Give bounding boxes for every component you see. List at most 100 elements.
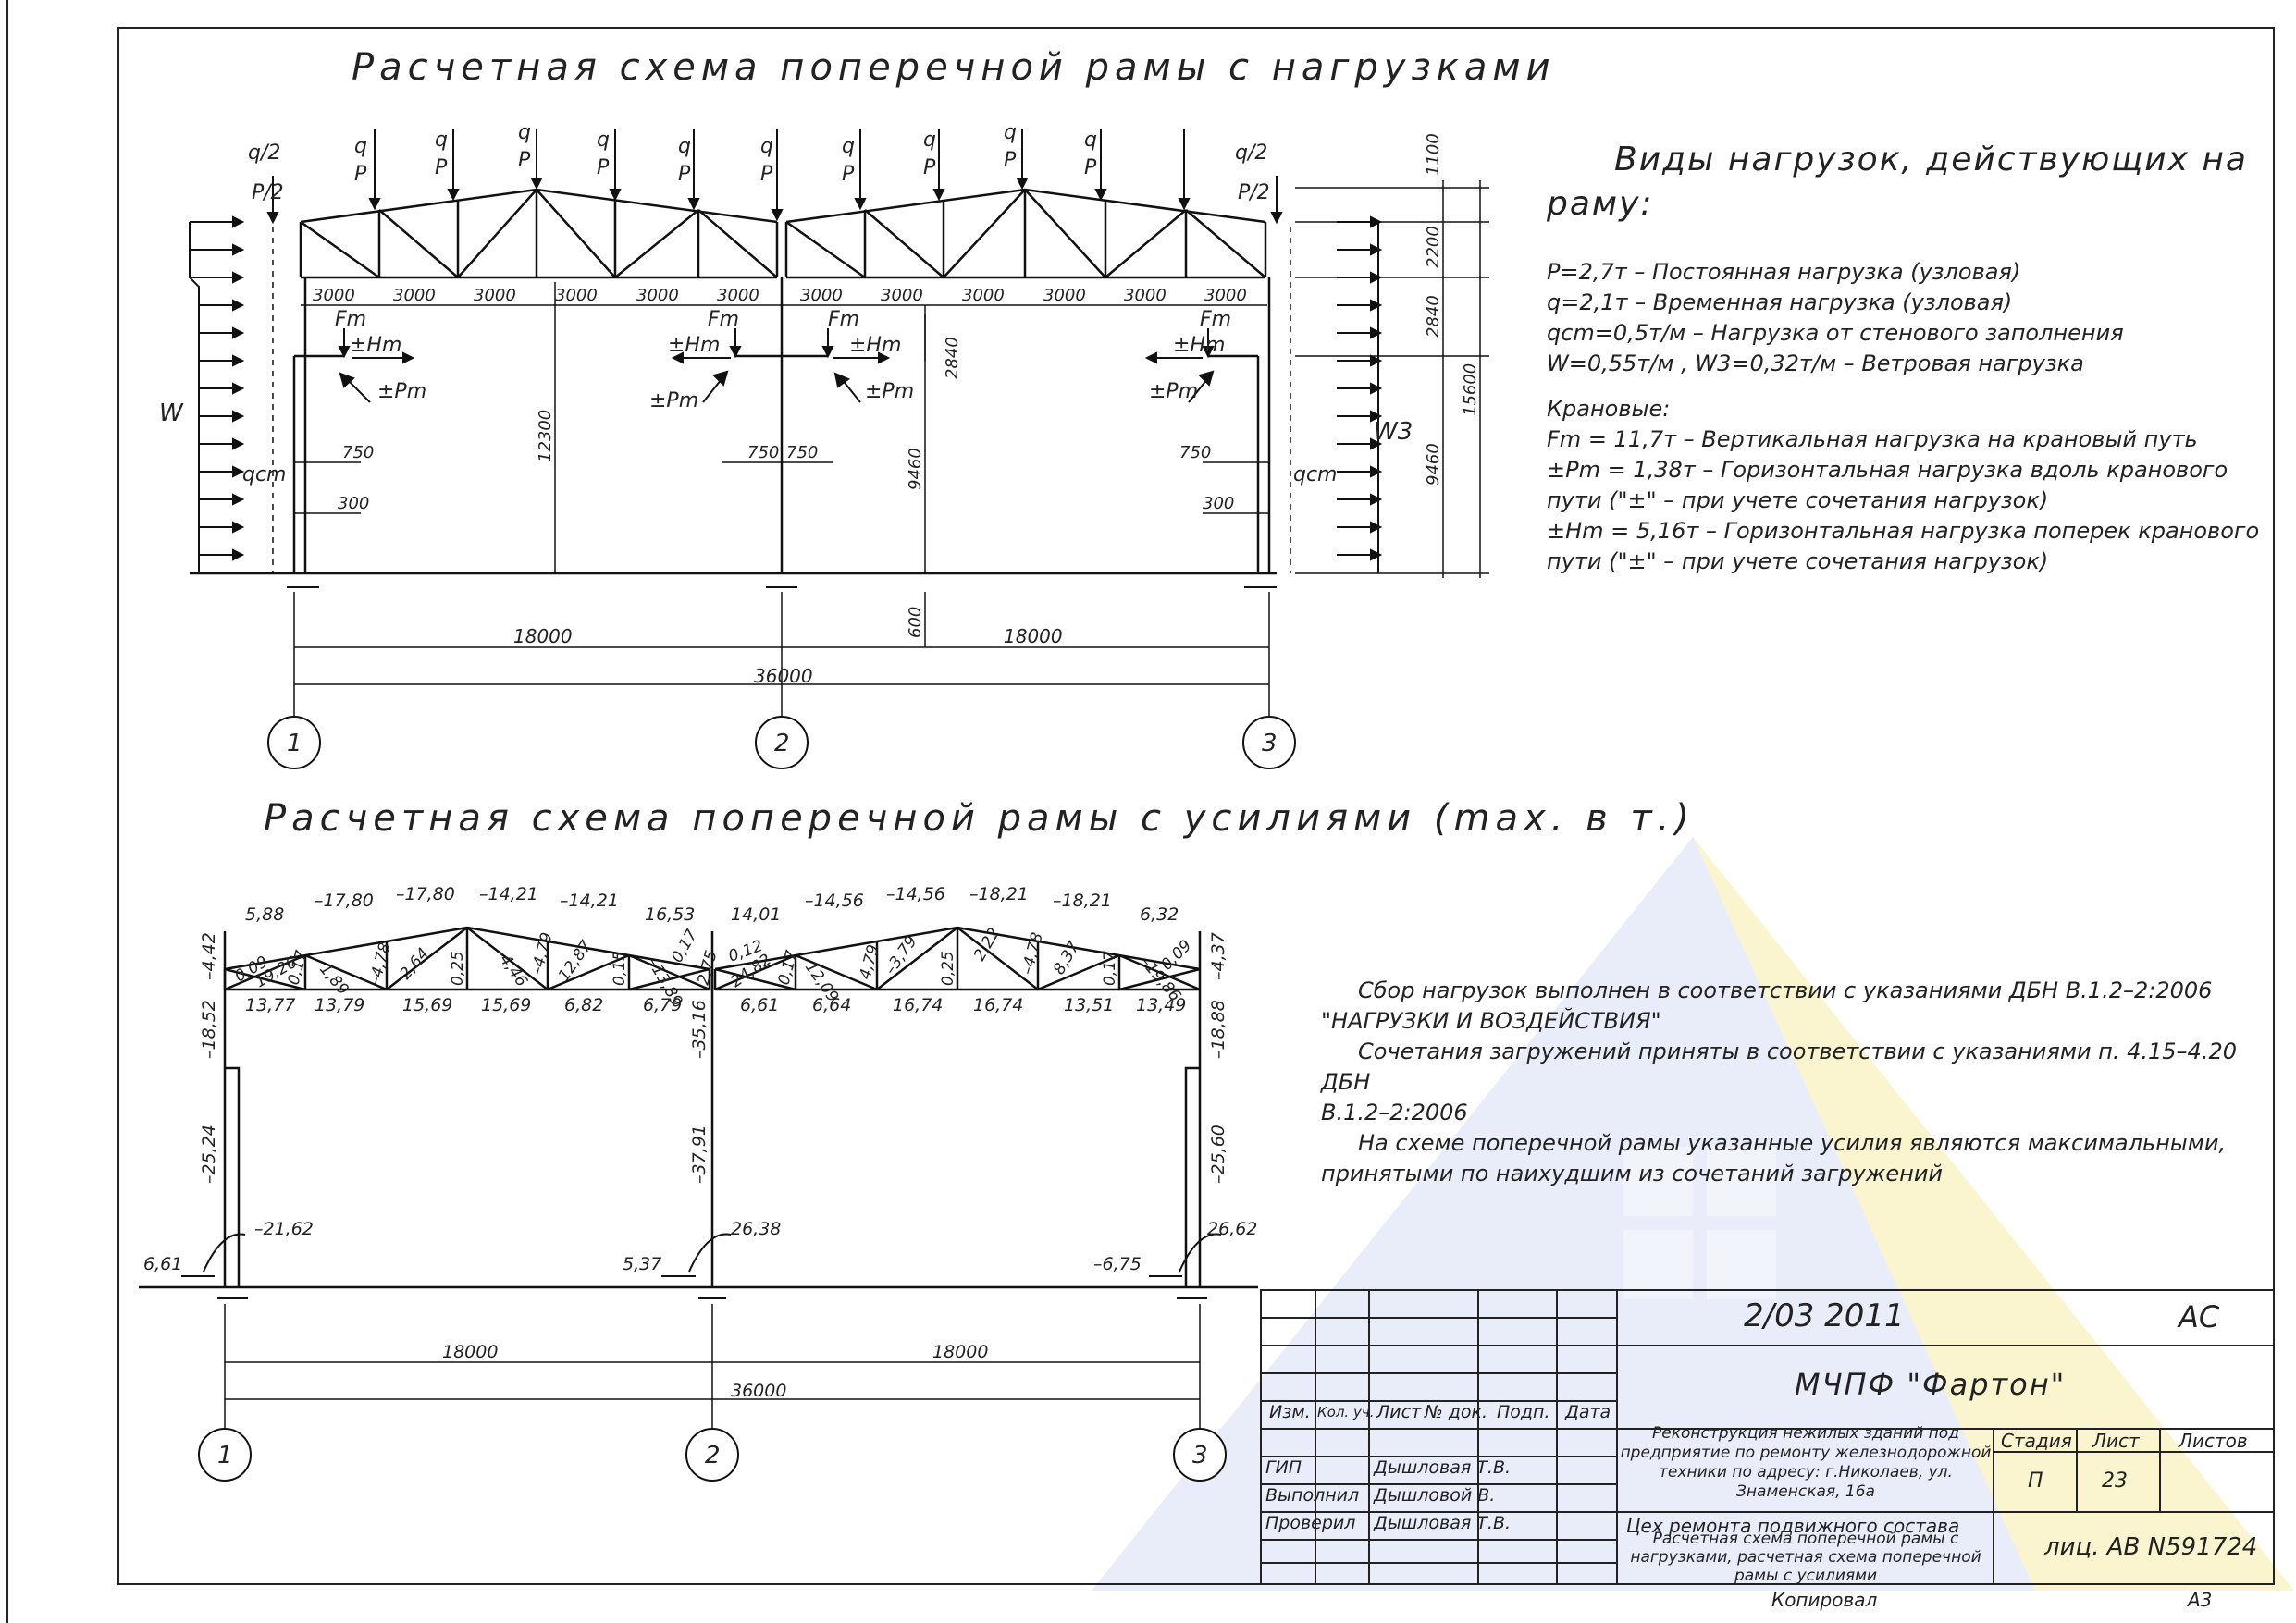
fm-label: Fm — [708, 308, 739, 331]
wind-w-label: W — [159, 400, 184, 427]
legend-w: W=0,55т/м , W3=0,32т/м – Ветровая нагруз… — [1547, 350, 2084, 376]
stamp-license: лиц. АВ N591724 — [2044, 1533, 2258, 1561]
legend-heading: Виды нагрузок, действующих на — [1614, 141, 2248, 178]
top-chord-force: –18,21 — [1053, 891, 1112, 911]
stamp-hdr-list: Лист — [1376, 1402, 1422, 1422]
top-chord-force: 14,01 — [731, 904, 781, 925]
top-load-q-label: q — [678, 135, 691, 158]
legend-hm: ±Hm = 5,16т – Горизонтальная нагрузка по… — [1547, 518, 2260, 544]
top-chord-force: 6,32 — [1140, 904, 1179, 925]
axis-label: 3 — [1192, 1442, 1208, 1469]
stamp-stage: П — [2028, 1469, 2043, 1493]
reaction-value: –6,75 — [1093, 1254, 1142, 1274]
panel-dim: 3000 — [313, 286, 355, 305]
bottom-chord-force: 13,51 — [1064, 995, 1114, 1015]
legend-hm-cont: пути ("±" – при учете сочетания нагрузок… — [1547, 548, 2049, 574]
hm-label: ±Hm — [668, 334, 720, 357]
pm-label: ±Pm — [865, 380, 914, 403]
pm-label: ±Pm — [1149, 380, 1198, 403]
top-chord-force: 5,88 — [245, 904, 284, 925]
note-1-cont: "НАГРУЗКИ И ВОЗДЕЙСТВИЯ" — [1321, 1008, 1661, 1034]
legend-heading-cont: раму: — [1547, 185, 1654, 223]
panel-dim: 3000 — [717, 286, 759, 305]
stamp-drawing-3: рамы с усилиями — [1734, 1567, 1878, 1585]
wind-w3-label: W3 — [1374, 418, 1413, 446]
panel-dim: 3000 — [800, 286, 843, 305]
top-load-q-label: q — [435, 129, 448, 152]
legend-crane-heading: Крановые: — [1547, 396, 1671, 422]
web-force: 0,15 — [611, 951, 629, 986]
panel-dim: 3000 — [393, 286, 436, 305]
legend-fm: Fm = 11,7т – Вертикальная нагрузка на кр… — [1547, 426, 2198, 452]
top-load-q-label: q — [923, 129, 936, 152]
hm-label: ±Hm — [350, 334, 401, 357]
pm-label: ±Pm — [377, 380, 426, 403]
top-load-p-label: P — [923, 156, 936, 179]
stamp-copied: Копировал — [1771, 1589, 1878, 1611]
top-load-p-label: P/2 — [1238, 181, 1270, 204]
qcm-label: qcm — [242, 463, 287, 486]
top-load-p-label: P — [842, 163, 855, 186]
top-chord-force: –17,80 — [315, 891, 374, 911]
legend-q: q=2,1т – Временная нагрузка (узловая) — [1547, 289, 2013, 315]
top-load-q-label: q — [1004, 121, 1017, 144]
dim-750: 750 — [342, 443, 374, 462]
note-2: Сочетания загружений приняты в соответст… — [1321, 1039, 2237, 1095]
top-load-q-label: q/2 — [1235, 141, 1267, 165]
stamp-sheets-label: Листов — [2179, 1430, 2248, 1452]
top-load-p-label: P — [678, 163, 691, 186]
forces-scheme-title: Расчетная схема поперечной рамы с усилия… — [264, 797, 1695, 840]
pm-label: ±Pm — [649, 389, 698, 412]
top-load-p-label: P — [760, 163, 773, 186]
reaction-value: 5,37 — [623, 1254, 661, 1274]
legend-pm-cont: пути ("±" – при учете сочетания нагрузок… — [1547, 487, 2049, 513]
panel-dim: 3000 — [1204, 286, 1247, 305]
axis-label: 1 — [217, 1442, 233, 1469]
bottom-chord-force: 6,82 — [564, 995, 603, 1015]
column-force: –18,88 — [1208, 1000, 1228, 1059]
stamp-format: А3 — [2188, 1589, 2213, 1611]
dim-750: 750 — [1179, 443, 1211, 462]
stamp-role-prov: Проверил — [1265, 1513, 1356, 1533]
total-dim: 36000 — [731, 1381, 786, 1401]
moment-value: –21,62 — [254, 1219, 314, 1239]
column-force: –4,37 — [1208, 932, 1228, 980]
column-force: –4,42 — [199, 932, 219, 980]
top-chord-force: –14,21 — [560, 891, 619, 911]
stamp-code: АС — [2179, 1299, 2220, 1334]
stamp-name-vyp: Дышловой В. — [1374, 1485, 1496, 1506]
stamp-org: МЧПФ "Фартон" — [1795, 1367, 2067, 1402]
span-dim: 18000 — [932, 1342, 988, 1362]
note-2-cont: В.1.2–2:2006 — [1321, 1100, 1468, 1125]
panel-dim: 3000 — [555, 286, 598, 305]
stamp-sheet: 23 — [2102, 1469, 2128, 1493]
span-dim: 18000 — [1004, 625, 1063, 647]
web-force: 0,17 — [1101, 951, 1119, 986]
panel-dim: 3000 — [1043, 286, 1086, 305]
panel-dim: 3000 — [1124, 286, 1167, 305]
forces-scheme-diagram: 5,88 –17,80 –17,80 –14,21 –14,21 16,53 1… — [139, 884, 1258, 1482]
stamp-name-prov: Дышловая Т.В. — [1374, 1513, 1512, 1533]
dim-300: 300 — [338, 494, 369, 513]
bottom-chord-force: 6,79 — [643, 995, 682, 1015]
stamp-hdr-doc: № док. — [1425, 1402, 1488, 1422]
bottom-chord-force: 16,74 — [893, 995, 943, 1015]
dim-300: 300 — [1203, 494, 1234, 513]
top-load-p-label: P/2 — [252, 181, 284, 204]
note-3-cont: принятыми по наихудшим из сочетаний загр… — [1321, 1161, 1944, 1187]
top-chord-force: –18,21 — [969, 884, 1029, 904]
top-load-p-label: P — [1004, 149, 1017, 172]
panel-dim: 3000 — [881, 286, 923, 305]
fm-label: Fm — [335, 308, 366, 331]
top-load-q-label: q/2 — [248, 141, 280, 165]
span-dim: 18000 — [513, 625, 573, 647]
top-chord-force: –14,21 — [479, 884, 538, 904]
note-3: На схеме поперечной рамы указанные усили… — [1358, 1130, 2227, 1156]
reaction-value: 6,61 — [143, 1254, 182, 1274]
note-1: Сбор нагрузок выполнен в соответствии с … — [1358, 977, 2213, 1003]
top-load-q-label: q — [842, 135, 855, 158]
total-dim: 36000 — [754, 665, 813, 687]
top-load-p-label: P — [597, 156, 610, 179]
panel-dim: 3000 — [962, 286, 1005, 305]
